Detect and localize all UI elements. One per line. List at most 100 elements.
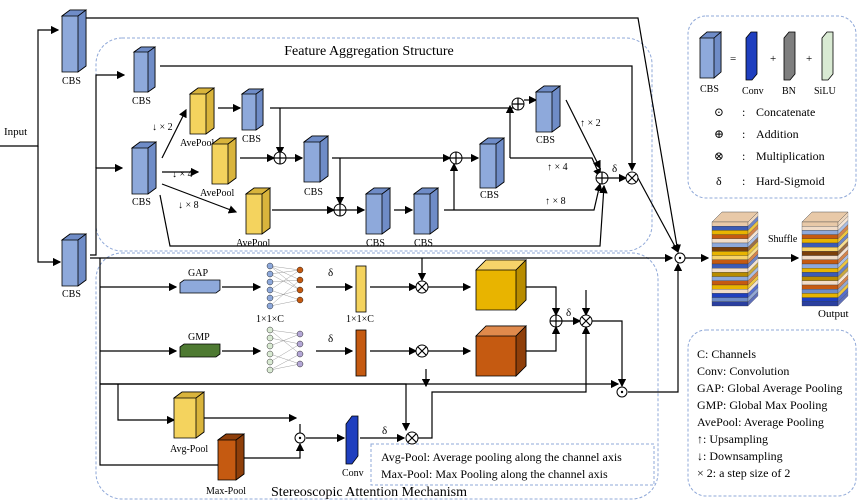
stack-layer [711,297,749,302]
avepool-block-2 [210,137,238,185]
orange-feature-cube [475,325,527,377]
legend-bottom-list: C: Channels Conv: Convolution GAP: Globa… [697,347,842,480]
stack-layer-side [837,291,849,307]
legend-sep-add: : [742,127,745,141]
stack-layer [801,226,839,231]
cbs-label-agg-7: CBS [480,190,499,201]
max-pool-block [216,433,246,481]
channel-vector-gap [355,265,367,313]
delta-gap: δ [328,267,333,279]
stack-layer [801,221,839,227]
legend-plus-1: + [770,53,776,65]
legend-sym-add: ⊕ [714,127,724,141]
cbs-block-agg-1 [132,46,157,93]
cbs-block-agg-7 [478,137,506,189]
legend-rows: ⊙ : Concatenate ⊕ : Addition ⊗ : Multipl… [714,105,825,188]
up-x2-label: ↑ × 2 [580,118,601,129]
legend-cbs-cube [698,31,723,79]
avepool-block-1 [188,87,216,135]
input-label: Input [4,126,27,138]
stereoscopic-attention-title: Stereoscopic Attention Mechanism [271,485,467,500]
stack-layer [711,221,749,227]
legend-sym-concat: ⊙ [714,105,724,119]
stack-layer [801,272,839,277]
feature-aggregation-title: Feature Aggregation Structure [284,44,454,59]
cbs-label-agg-2: CBS [132,197,151,208]
down-x2-label: ↓ × 2 [152,122,173,133]
multiplication-icon [579,314,593,328]
stack-layer [711,242,749,248]
stack-layer [801,247,839,252]
legend-line: C: Channels [697,347,756,361]
legend-line: Conv: Convolution [697,364,789,378]
stack-layer [801,255,839,260]
legend-text-hs: Hard-Sigmoid [756,174,825,188]
cbs-block-input-lower [60,233,88,287]
legend-silu-label: SiLU [814,86,836,97]
stack-layer [801,280,839,286]
addition-icon [511,97,525,111]
stack-layer [711,234,749,239]
cbs-block-agg-2 [130,141,158,195]
stack-layer [801,289,839,294]
cbs-block-top [60,9,88,73]
cbs-block-agg-3 [240,88,265,131]
stack-layer [801,238,839,244]
conv-label: Conv [342,468,364,479]
cbs-label-agg-3: CBS [242,134,261,145]
legend-bottom-box [687,329,857,497]
max-pool-label: Max-Pool [206,486,246,497]
stack-layer [801,268,839,273]
legend-sep-hs: : [742,174,745,188]
legend-line: ↑: Upsampling [697,432,768,446]
multiplication-icon [405,431,419,445]
avepool-label-2: AvePool [200,188,234,199]
legend-top-box [687,15,857,199]
concatenate-icon [616,386,628,398]
cbs-label-agg-1: CBS [132,96,151,107]
fc-label-gap-left: 1×1×C [256,314,284,325]
pool-note-line-2: Max-Pool: Max Pooling along the channel … [381,467,608,481]
stack-layer [711,293,749,298]
legend-bn-label: BN [782,86,796,97]
delta-conv: δ [382,425,387,437]
legend-cbs-label: CBS [700,84,719,95]
stack-layer [711,280,749,286]
legend-bn-block [783,31,796,81]
avepool-label-3: AvePool [236,238,270,249]
stack-layer [711,259,749,265]
up-x4-label: ↑ × 4 [547,162,568,173]
cbs-label-agg-4: CBS [304,187,323,198]
multiplication-icon [625,171,639,185]
stack-layer [711,226,749,231]
stereoscopic-attention-box [95,252,659,500]
stack-layer [801,297,839,302]
gold-feature-cube [475,259,527,311]
shuffle-label: Shuffle [768,234,798,245]
stack-layer [711,268,749,273]
delta-agg: δ [612,163,617,175]
stack-layer-side [747,291,759,307]
legend-sep-mul: : [742,149,745,163]
avepool-block-3 [244,187,272,235]
stack-layer [801,276,839,281]
legend-text-add: Addition [756,127,799,141]
legend-sep-concat: : [742,105,745,119]
legend-text-mul: Multiplication [756,149,825,163]
stack-layer [801,301,839,307]
stack-layer [711,301,749,307]
legend-text-concat: Concatenate [756,105,815,119]
legend-line: ↓: Downsampling [697,449,783,463]
concatenate-icon [294,432,306,444]
legend-silu-block [821,31,834,81]
cbs-block-agg-6 [412,187,440,235]
stack-layer [801,230,839,235]
legend-conv-block [745,31,758,81]
legend-line: AvePool: Average Pooling [697,415,824,429]
conv-block [345,415,359,465]
cbs-label-agg-6: CBS [414,238,433,249]
stack-layer [801,234,839,239]
stack-layer [711,247,749,252]
cbs-label-agg-8: CBS [536,135,555,146]
